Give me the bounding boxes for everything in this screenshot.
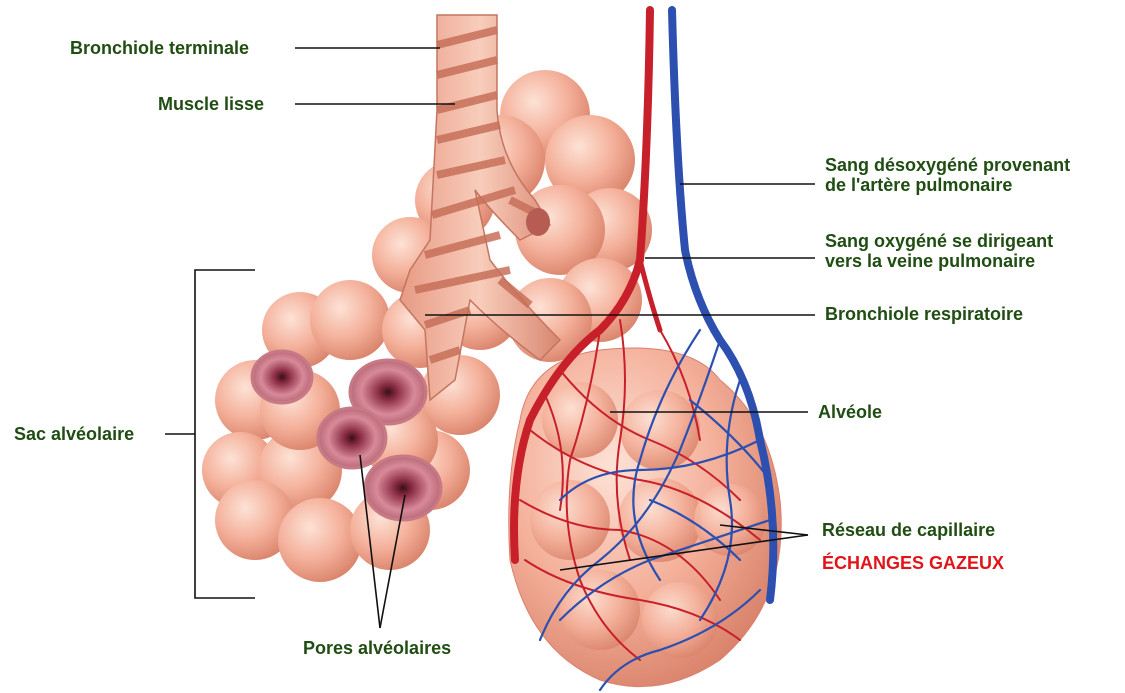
- label-pores-alveolaires: Pores alvéolaires: [303, 638, 451, 658]
- capillary-alveolar-sac: [509, 348, 782, 687]
- label-muscle-lisse: Muscle lisse: [158, 94, 264, 114]
- label-bronchiole-terminale: Bronchiole terminale: [70, 38, 249, 58]
- label-sang-desoxygene-line1: Sang désoxygéné provenant: [825, 155, 1070, 175]
- label-sang-oxygene: Sang oxygéné se dirigeant vers la veine …: [825, 231, 1053, 271]
- label-sac-alveolaire: Sac alvéolaire: [14, 424, 134, 444]
- label-sang-oxygene-line2: vers la veine pulmonaire: [825, 251, 1053, 271]
- label-bronchiole-respiratoire: Bronchiole respiratoire: [825, 304, 1023, 324]
- label-sang-oxygene-line1: Sang oxygéné se dirigeant: [825, 231, 1053, 251]
- label-sang-desoxygene-line2: de l'artère pulmonaire: [825, 175, 1070, 195]
- label-reseau-capillaire: Réseau de capillaire: [822, 520, 995, 540]
- label-sang-desoxygene: Sang désoxygéné provenant de l'artère pu…: [825, 155, 1070, 195]
- label-echanges-gazeux: ÉCHANGES GAZEUX: [822, 553, 1004, 573]
- label-alveole: Alvéole: [818, 402, 882, 422]
